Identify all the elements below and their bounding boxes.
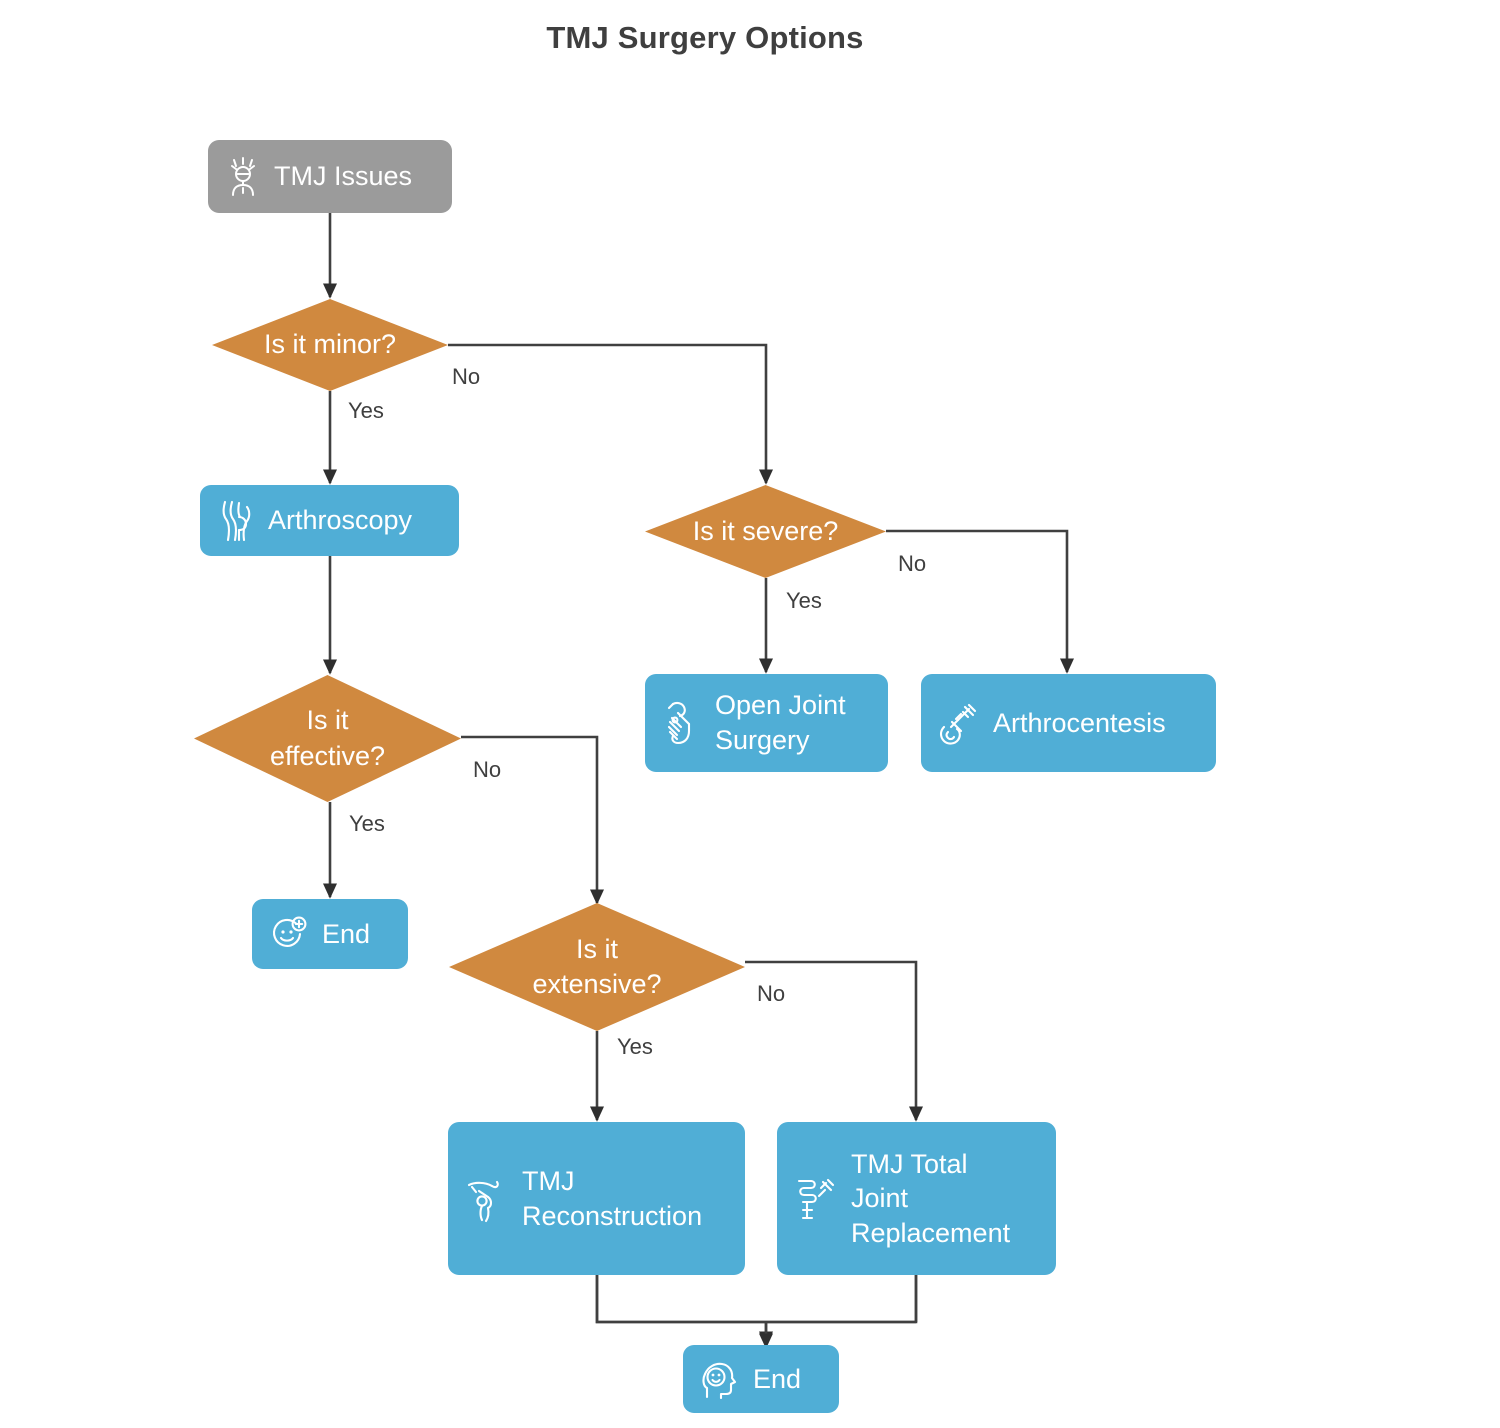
- edge-label-minor-yes: Yes: [348, 398, 384, 423]
- node-label: TMJ Total Joint Replacement: [851, 1148, 1011, 1248]
- node-tmj-total-joint-replacement[interactable]: TMJ Total Joint Replacement: [777, 1122, 1056, 1275]
- node-open-joint-surgery[interactable]: Open Joint Surgery: [645, 674, 888, 772]
- diamond-shape: [645, 485, 886, 578]
- node-label: TMJ Issues: [274, 161, 413, 192]
- head-smiley-icon: [701, 1359, 739, 1399]
- node-arthrocentesis[interactable]: Arthrocentesis: [921, 674, 1216, 772]
- head-pain-icon: [226, 156, 260, 197]
- node-is-it-extensive[interactable]: Is it extensive?: [449, 903, 745, 1031]
- node-label: End: [753, 1363, 802, 1394]
- node-label: Arthroscopy: [268, 505, 413, 536]
- jaw-reconstruction-icon: [466, 1175, 508, 1223]
- node-tmj-issues[interactable]: TMJ Issues: [208, 140, 452, 213]
- joint-implant-icon: [795, 1174, 837, 1224]
- joint-bone-icon: [218, 499, 254, 543]
- surgical-tool-icon: [663, 700, 701, 746]
- diamond-shape: [212, 299, 448, 391]
- edge-is-extensive-no-to-tmj-total-joint-replacement: [745, 960, 924, 1122]
- node-label: TMJ Reconstruction: [522, 1165, 703, 1231]
- edge-label-severe-no: No: [898, 551, 927, 576]
- edge-is-severe-no-to-arthrocentesis: [886, 529, 1075, 674]
- node-is-it-effective[interactable]: Is it effective?: [194, 675, 461, 802]
- merge-line-bottom: [595, 1275, 918, 1324]
- node-is-it-minor[interactable]: Is it minor?: [212, 299, 448, 391]
- diamond-shape: [449, 903, 745, 1031]
- edge-label-effective-no: No: [473, 757, 502, 782]
- node-end-left[interactable]: End: [252, 899, 408, 969]
- node-label: End: [322, 918, 371, 949]
- syringe-joint-icon: [939, 701, 979, 745]
- node-label: Arthrocentesis: [993, 707, 1166, 738]
- edge-is-effective-no-to-is-extensive: [461, 735, 605, 905]
- smiley-plus-icon: [270, 915, 308, 953]
- node-label: Open Joint Surgery: [715, 690, 846, 755]
- node-arthroscopy[interactable]: Arthroscopy: [200, 485, 459, 556]
- node-end-bottom[interactable]: End: [683, 1345, 839, 1413]
- edge-reconstruction-and-replacement-to-end-bottom: [595, 1275, 918, 1345]
- node-is-it-severe[interactable]: Is it severe?: [645, 485, 886, 578]
- page-title: TMJ Surgery Options: [546, 20, 864, 55]
- edge-label-extensive-no: No: [757, 981, 786, 1006]
- edge-label-extensive-yes: Yes: [617, 1034, 653, 1059]
- node-tmj-reconstruction[interactable]: TMJ Reconstruction: [448, 1122, 745, 1275]
- edge-label-effective-yes: Yes: [349, 811, 385, 836]
- edge-label-minor-no: No: [452, 364, 481, 389]
- diamond-shape: [194, 675, 461, 802]
- edge-label-severe-yes: Yes: [786, 588, 822, 613]
- edge-is-minor-no-to-is-severe: [448, 343, 774, 485]
